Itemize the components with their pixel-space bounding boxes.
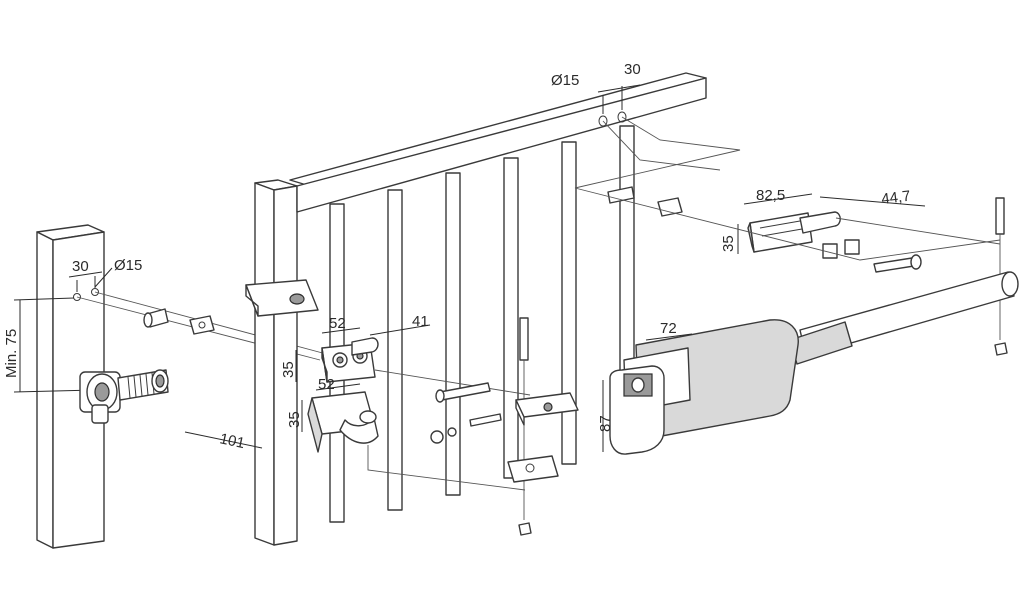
lower-bracket-height-label: 35 bbox=[286, 411, 303, 428]
gate-actuator bbox=[609, 271, 1019, 455]
top-hole-dimensions: Ø15 30 bbox=[551, 61, 641, 114]
middle-screws bbox=[430, 382, 502, 444]
rear-bracket-dimensions: 82,5 44,7 35 bbox=[720, 187, 926, 254]
lower-bracket bbox=[307, 391, 379, 453]
rear-bracket-width-label: 82,5 bbox=[756, 187, 785, 204]
lower-bracket-offset-label: 101 bbox=[218, 430, 246, 452]
screw-icon bbox=[143, 308, 169, 328]
lower-bracket-width-label: 52 bbox=[318, 376, 335, 393]
top-hole-diameter-label: Ø15 bbox=[551, 72, 579, 89]
upper-bracket-width-label: 52 bbox=[329, 315, 346, 332]
nut-icon bbox=[447, 427, 457, 437]
post-min-height-label: Min. 75 bbox=[3, 329, 20, 378]
post-hole-left bbox=[73, 293, 81, 301]
rear-bracket-offset-label: 44,7 bbox=[880, 188, 911, 208]
upper-bracket bbox=[321, 337, 379, 383]
upper-bracket-height-label: 35 bbox=[280, 361, 297, 378]
nut-icon bbox=[189, 315, 215, 335]
lower-bracket-dimensions: 52 35 101 bbox=[184, 376, 361, 452]
gate-frame bbox=[254, 72, 707, 546]
upper-bracket-dimensions: 52 41 35 bbox=[280, 313, 431, 382]
screw-icon bbox=[607, 186, 635, 204]
upper-bracket-depth-label: 41 bbox=[412, 313, 429, 330]
screw-icon bbox=[873, 254, 922, 273]
washer-icon bbox=[430, 430, 444, 444]
screw-icon bbox=[469, 413, 502, 427]
top-hole-spacing-label: 30 bbox=[624, 61, 641, 78]
rear-bracket bbox=[747, 211, 841, 253]
actuator-dimensions: 72 87 bbox=[597, 320, 693, 452]
rear-bracket-height-label: 35 bbox=[720, 235, 737, 252]
post-hole-right bbox=[91, 288, 99, 296]
post-fixings bbox=[143, 308, 215, 335]
motor-head-height-label: 87 bbox=[597, 415, 614, 432]
motor-head-width-label: 72 bbox=[660, 320, 677, 337]
post-hole-dimensions: 30 Ø15 bbox=[68, 257, 142, 292]
post-hole-spacing-label: 30 bbox=[72, 258, 89, 275]
post-hinge bbox=[79, 369, 169, 424]
stile-plate bbox=[245, 279, 319, 317]
hinge-bolt-icon bbox=[117, 369, 169, 401]
pivot-mount bbox=[507, 317, 579, 536]
screw-icon bbox=[435, 382, 491, 403]
nut-icon bbox=[657, 197, 683, 217]
post-hole-diameter-label: Ø15 bbox=[114, 257, 142, 274]
